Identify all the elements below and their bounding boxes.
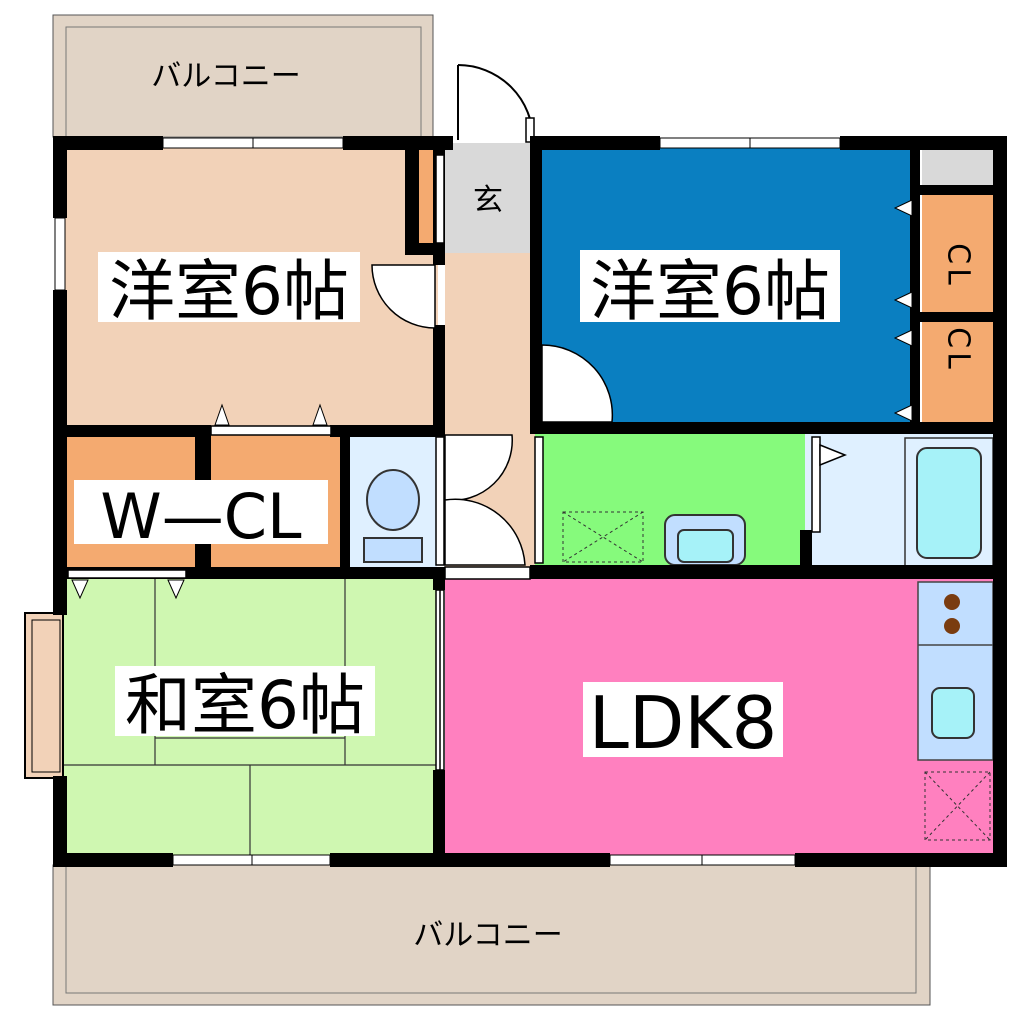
- stove-burner-icon: [944, 594, 960, 610]
- windows: [54, 137, 841, 866]
- room-label-entrance: 玄: [473, 183, 503, 218]
- room-label-western-right: 洋室6帖: [590, 253, 830, 330]
- room-label-western-left: 洋室6帖: [109, 253, 349, 330]
- room-label-walk-in-closet: W—CL: [100, 480, 302, 553]
- entrance-door[interactable]: [457, 64, 535, 143]
- closet-1: [922, 192, 994, 312]
- closet-small-left: [418, 150, 436, 246]
- wash-basin-icon: [664, 514, 746, 566]
- room-label-closet-2: CL: [941, 327, 976, 373]
- stove-burner-icon: [944, 618, 960, 634]
- washing-machine-space: [562, 511, 644, 563]
- refrigerator-space: [924, 771, 991, 841]
- interior-doors[interactable]: [67, 154, 848, 771]
- bathtub-icon: [904, 437, 994, 567]
- closet-2: [922, 320, 994, 426]
- room-label-closet-1: CL: [941, 243, 976, 289]
- kitchen-sink-icon: [931, 687, 975, 739]
- balcony-bottom: バルコニー: [52, 864, 931, 1006]
- toilet-icon: [363, 469, 423, 563]
- balcony-top: バルコニー: [52, 14, 434, 138]
- closet-door-markers: [71, 199, 913, 600]
- closet-top-strip: [922, 150, 994, 185]
- walls: [53, 136, 1007, 867]
- balcony-top-label: バルコニー: [151, 59, 300, 94]
- room-label-japanese: 和室6帖: [125, 667, 365, 744]
- kitchen-counter: [917, 581, 994, 841]
- label-backgrounds: [74, 173, 840, 757]
- balcony-bottom-label: バルコニー: [413, 918, 562, 953]
- room-label-ldk: LDK8: [589, 681, 778, 765]
- bay-window: [24, 612, 64, 779]
